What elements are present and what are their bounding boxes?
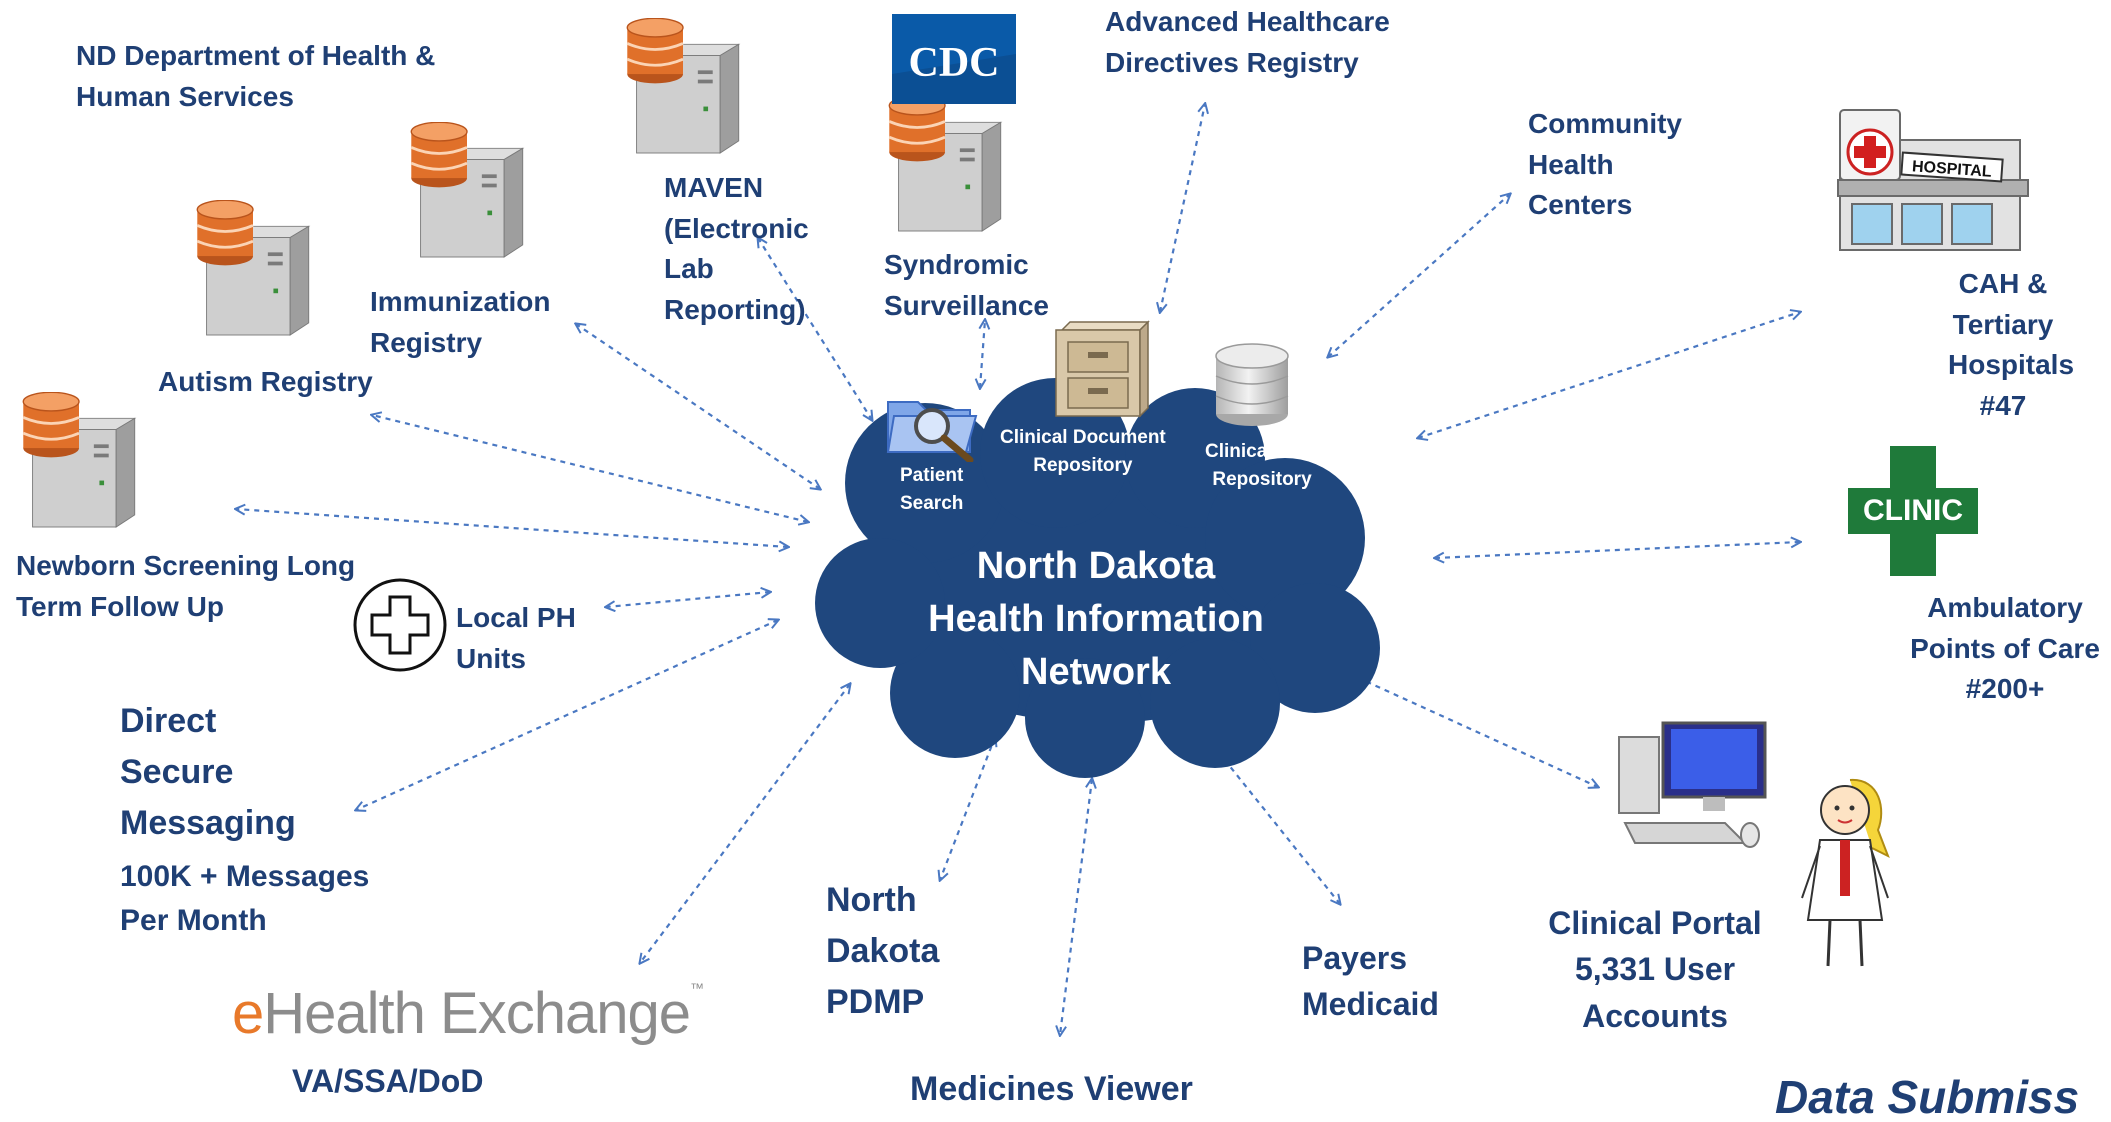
server-icon-syndromic (880, 96, 1010, 236)
server-icon-immunization (402, 122, 532, 262)
label-clinical-portal: Clinical Portal 5,331 User Accounts (1548, 905, 1762, 1034)
label-community-health: Community Health Centers (1528, 108, 1682, 221)
arrow-medicines-viewer (1060, 779, 1092, 1035)
doctor-icon (1801, 778, 1890, 967)
file-cabinet-icon (1055, 320, 1150, 418)
label-cah-hospitals: CAH & Tertiary Hospitals #47 (1948, 268, 2075, 421)
arrow-newborn (236, 509, 788, 547)
arrow-direct-secure (356, 620, 778, 810)
svg-text:CLINIC: CLINIC (1863, 494, 1963, 527)
label-direct-secure: Direct Secure Messaging (120, 702, 296, 842)
label-nd-dhhs: ND Department of Health & Human Services (76, 40, 436, 112)
label-local-ph: Local PH Units (456, 602, 576, 674)
label-autism: Autism Registry (158, 366, 373, 397)
hospital-icon: HOSPITAL (1837, 109, 2029, 251)
label-advanced-directives: Advanced Healthcare Directives Registry (1105, 6, 1390, 78)
arrow-syndromic (980, 320, 985, 388)
arrow-hospitals (1418, 312, 1800, 438)
svg-text:CDC: CDC (909, 40, 1000, 86)
label-ambulatory: Ambulatory Points of Care #200+ (1910, 592, 2100, 705)
arrow-local-ph (606, 592, 770, 607)
database-icon (1215, 343, 1289, 426)
server-icon-newborn (14, 392, 144, 532)
svg-text:HOSPITAL: HOSPITAL (1911, 158, 1992, 181)
label-medicines-viewer: Medicines Viewer (910, 1070, 1193, 1108)
clinical-data-repository-label: Clinical Data Repository (1205, 441, 1320, 490)
data-submission-heading: Data Submiss (1775, 1071, 2080, 1122)
label-syndromic: Syndromic Surveillance (884, 249, 1049, 321)
arrow-ambulatory (1435, 542, 1800, 558)
clinic-icon: CLINIC (1848, 446, 1978, 576)
hub-title: North Dakota Health Information Network (928, 545, 1264, 694)
server-icon-autism (188, 200, 318, 340)
server-icon-maven (618, 18, 748, 158)
label-immunization: Immunization Registry (370, 286, 551, 358)
label-va-ssa-dod: VA/SSA/DoD (292, 1063, 484, 1099)
patient-search-label: Patient Search (900, 465, 964, 514)
first-aid-cross-icon (353, 578, 447, 672)
arrow-ehealth (640, 684, 850, 963)
arrow-community-health (1328, 194, 1510, 357)
clinical-document-repository-label: Clinical Document Repository (1000, 427, 1166, 476)
arrow-advanced-directives (1160, 104, 1205, 312)
label-nd-pdmp: North Dakota PDMP (826, 881, 940, 1021)
label-payers: Payers Medicaid (1302, 940, 1439, 1023)
computer-icon (1618, 721, 1767, 848)
arrow-immunization (576, 324, 820, 489)
ehealth-exchange-logo: eHealth Exchange™ (232, 980, 704, 1046)
label-newborn: Newborn Screening Long Term Follow Up (16, 550, 356, 622)
arrow-autism (372, 415, 808, 522)
cdc-logo: CDC (892, 14, 1016, 104)
arrow-payers (1212, 744, 1340, 904)
label-maven: MAVEN (Electronic Lab Reporting) (664, 172, 809, 325)
label-direct-secure-count: 100K + Messages Per Month (120, 860, 370, 937)
search-folder-icon (886, 401, 978, 462)
